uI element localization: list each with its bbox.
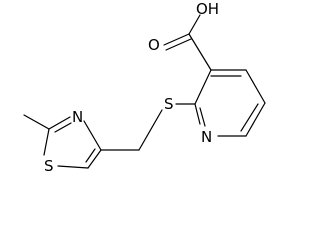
thiazole-bond-c4-n <box>83 120 102 151</box>
thiazole-bond-c5-c4 <box>87 149 102 169</box>
bond-s-ch2 <box>138 109 163 151</box>
pyridine-bond-2 <box>245 69 266 104</box>
pyridine-double-2 <box>240 103 259 132</box>
thiazole-sulfur-label: S <box>44 157 54 175</box>
thiazole-bond-n-c2 <box>48 116 71 130</box>
bond-c-oh <box>188 14 201 35</box>
thiazole-bond-s-c5 <box>57 165 89 169</box>
hydroxyl-label: OH <box>196 0 219 18</box>
thioether-sulfur-label: S <box>164 95 174 113</box>
thiazole-double-c5-c4 <box>85 148 96 163</box>
carboxylic-acid-group: OH O <box>148 0 219 71</box>
pyridine-bond-3 <box>245 102 266 137</box>
bond-c-o-double-b <box>165 38 192 51</box>
thiazole-nitrogen-label: N <box>72 108 83 126</box>
bond-c-o-double-a <box>163 33 190 46</box>
thiazole-bond-c2-s <box>43 128 50 156</box>
pyridine-double-3 <box>199 107 206 127</box>
thiazole-double-c2-n <box>54 122 72 133</box>
bond-c-ring <box>188 33 212 71</box>
pyridine-ring: N <box>194 69 266 146</box>
pyridine-nitrogen-label: N <box>201 128 212 146</box>
thioether-linkage: S <box>100 95 196 151</box>
pyridine-bond-5 <box>194 103 201 125</box>
methyl-bond <box>23 114 50 130</box>
pyridine-bond-6 <box>194 69 212 105</box>
thiazole-ring: N S <box>23 108 102 175</box>
carbonyl-oxygen-label: O <box>148 36 160 54</box>
structure-canvas: OH O N S N S <box>23 0 266 175</box>
